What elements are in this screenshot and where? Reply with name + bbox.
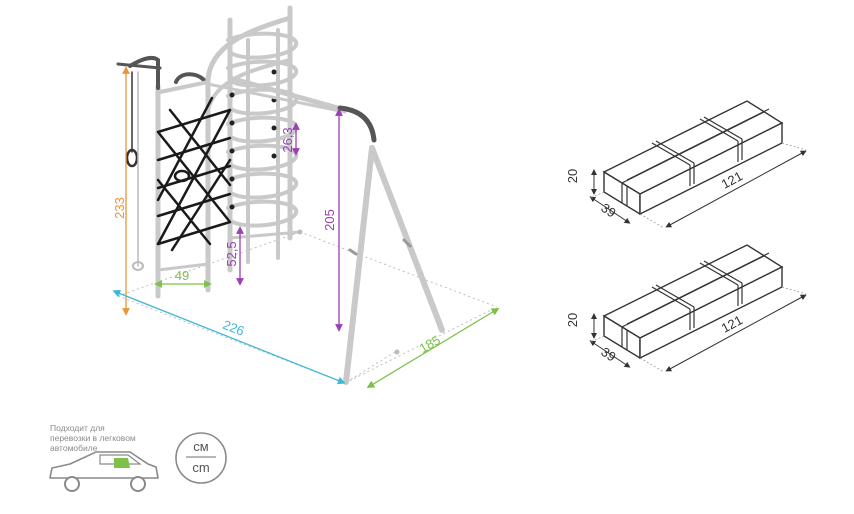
beam-height-label: 205 [322,209,337,231]
ladder-width-label: 49 [175,268,189,283]
length-label: 226 [221,317,247,339]
package-1-height-label: 20 [565,169,580,183]
ground-guides [117,231,498,384]
length-dim-line [112,289,346,385]
rung-height-label: 52,5 [224,241,239,266]
package-1-width-label: 39 [598,200,618,221]
unit-badge: см cm [175,432,227,484]
car-note-line-1: Подходит для [50,423,105,433]
package-box-2 [589,244,807,373]
width-dim-line [366,307,500,389]
climbing-frame [116,5,348,299]
car-icon [49,451,159,492]
dimension-lines [112,66,500,389]
swing-frame [297,105,445,385]
height-label: 233 [112,197,127,219]
unit-top-label: см [193,439,209,454]
unit-bottom-label: cm [192,460,209,475]
car-transport-note: Подходит для перевозки в легковом автомо… [50,423,170,453]
car-note-line-2: перевозки в легковом [50,433,136,443]
package-2-width-label: 39 [598,344,618,365]
car-note-line-3: автомобиле [50,443,98,453]
package-box-1 [589,100,807,229]
package-2-height-label: 20 [565,313,580,327]
rung-step-label: 26,3 [280,127,295,152]
